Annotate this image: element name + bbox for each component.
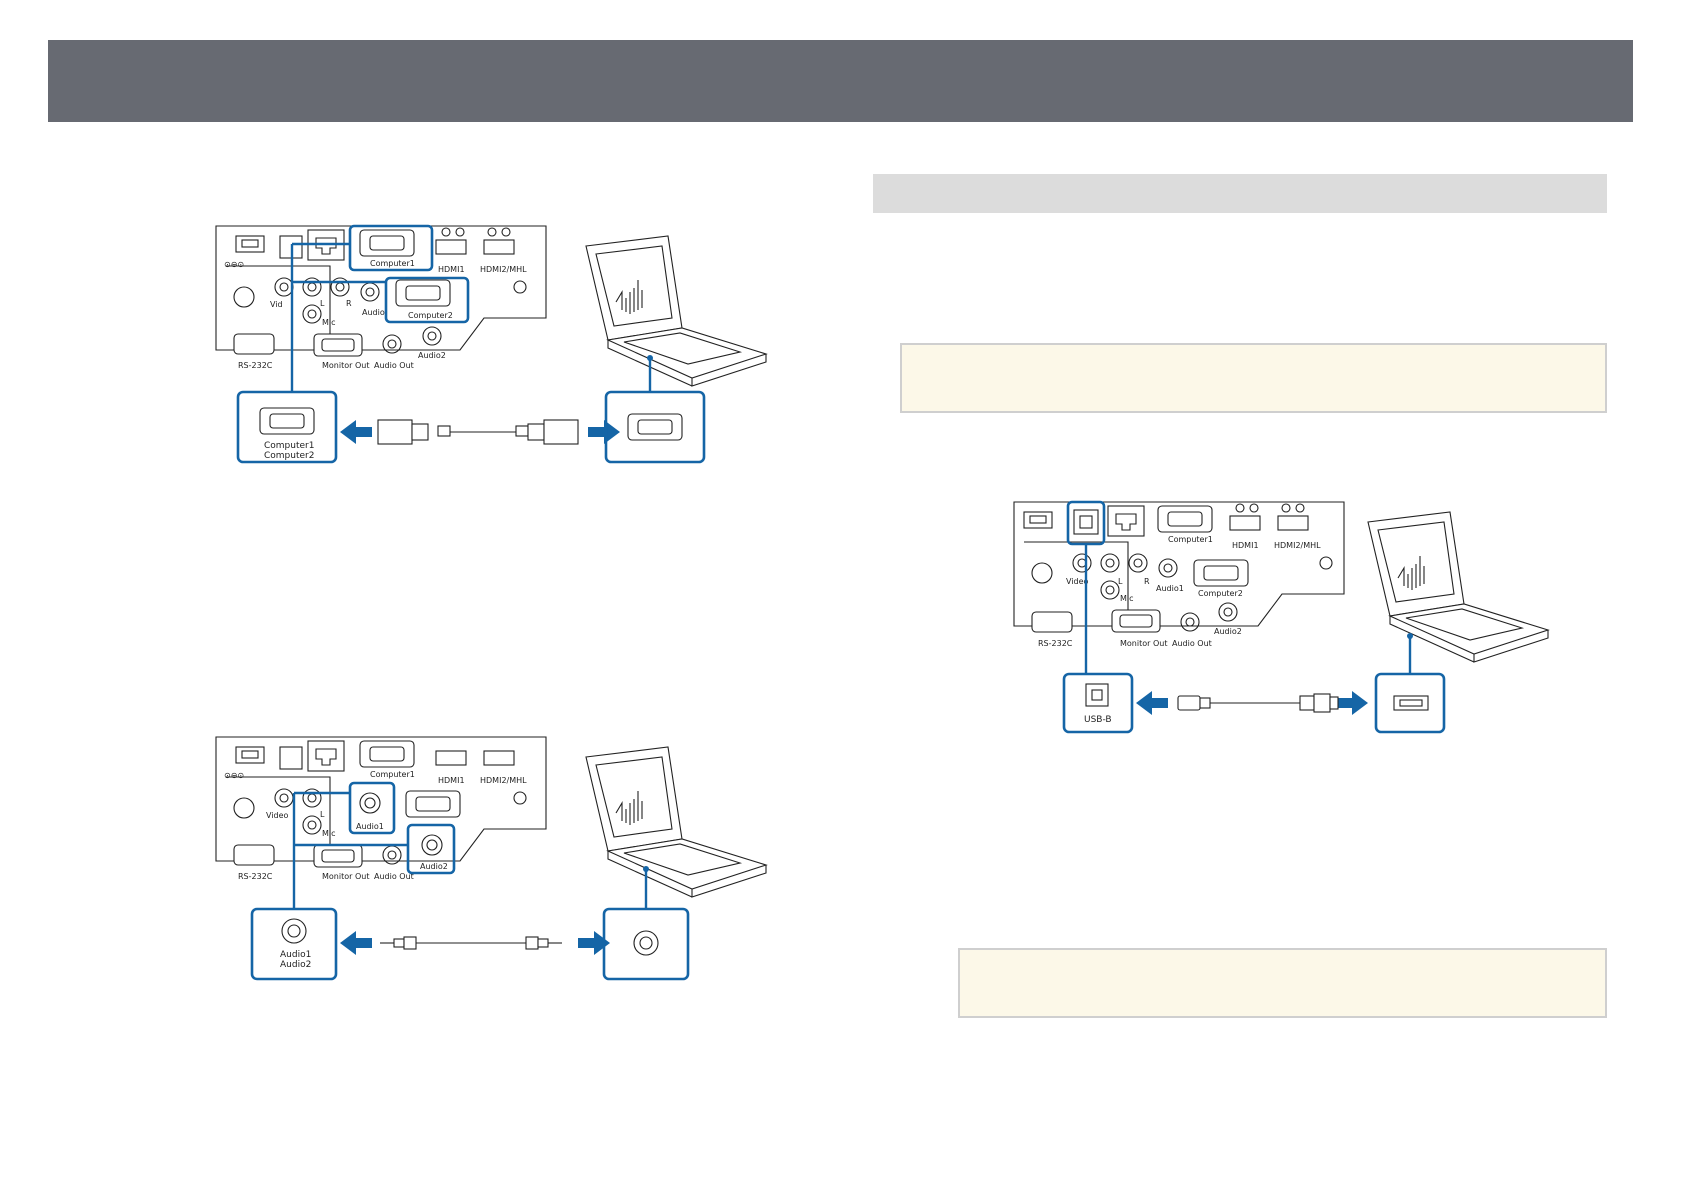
arrow-right [578,931,610,955]
callout-computer-port [236,390,338,464]
highlight-audio1 [348,781,396,835]
usb-connection-figure: Computer1 HDMI1 HDMI2/MHL Video L R Audi… [1008,498,1568,748]
arrow-right [1336,691,1368,715]
port-label-hdmi2: HDMI2/MHL [1274,541,1321,550]
arrow-left [340,420,372,444]
port-label-video: Video [1066,577,1089,586]
arrow-left [1136,691,1168,715]
projector-port-panel: ⊙⊖⊙ Computer1 HDMI1 HDMI2/MHL Vid L R Au… [215,225,547,370]
arrow-left [340,931,372,955]
callout-laptop-vga-port [604,390,706,464]
port-label-audio-out: Audio Out [374,361,414,370]
port-label-computer1: Computer1 [370,770,415,779]
port-label-rs232c: RS-232C [238,872,273,881]
callout-usb-b-port [1062,672,1134,734]
port-label-l: L [1118,577,1123,586]
port-label-computer2: Computer2 [1198,589,1243,598]
port-label-monitor-out: Monitor Out [1120,639,1167,648]
callout-audio-port [250,907,338,981]
callout-laptop-audio-port [602,907,690,981]
port-label-monitor-out: Monitor Out [322,361,369,370]
port-label-audio-out: Audio Out [374,872,414,881]
note-box [958,948,1607,1018]
port-label-hdmi1: HDMI1 [1232,541,1259,550]
port-label-r: R [1144,577,1150,586]
port-label-audio1: Audio1 [356,822,384,831]
audio-connection-figure: ⊙⊖⊙ Computer1 HDMI1 HDMI2/MHL Video L Mi… [210,733,770,983]
usb-cable [1177,693,1339,713]
laptop-icon [585,746,768,898]
port-label-hdmi2: HDMI2/MHL [480,265,527,274]
port-label-video: Video [266,811,289,820]
callout-label-computer2: Computer2 [264,451,314,461]
header-bar [48,40,1633,122]
port-label-audio1: Audio [362,308,385,317]
projector-port-panel: Computer1 HDMI1 HDMI2/MHL Video L R Audi… [1013,501,1345,648]
port-label-hdmi2: HDMI2/MHL [480,776,527,785]
section-bar [873,174,1607,213]
port-label-audio2: Audio2 [1214,627,1242,636]
port-label-rs232c: RS-232C [238,361,273,370]
laptop-icon [1367,511,1550,663]
callout-label-computer1: Computer1 [264,441,314,451]
callout-label-audio1: Audio1 [280,950,311,960]
port-label-audio-out: Audio Out [1172,639,1212,648]
port-label-mic: Mic [1120,594,1134,603]
port-label-hdmi1: HDMI1 [438,265,465,274]
audio-cable [380,936,562,950]
port-label-hdmi1: HDMI1 [438,776,465,785]
port-label-video: Vid [270,300,283,309]
port-label-mic: Mic [322,318,336,327]
projector-port-panel: ⊙⊖⊙ Computer1 HDMI1 HDMI2/MHL Video L Mi… [215,736,547,881]
arrow-right [588,420,620,444]
port-label-r: R [346,299,352,308]
port-label-l: L [320,299,325,308]
vga-cable [377,419,579,445]
callout-label-audio2: Audio2 [280,960,311,970]
port-label-computer1: Computer1 [1168,535,1213,544]
port-label-monitor-out: Monitor Out [322,872,369,881]
port-label-audio1: Audio1 [1156,584,1184,593]
svg-text:⊙⊖⊙: ⊙⊖⊙ [224,771,244,780]
port-label-audio2: Audio2 [420,862,448,871]
port-label-audio2: Audio2 [418,351,446,360]
svg-text:⊙⊖⊙: ⊙⊖⊙ [224,260,244,269]
note-box [900,343,1607,413]
port-label-mic: Mic [322,829,336,838]
port-label-computer2: Computer2 [408,311,453,320]
laptop-icon [585,235,768,387]
port-label-rs232c: RS-232C [1038,639,1073,648]
callout-label-usb-b: USB-B [1084,715,1112,725]
highlight-audio2 [406,823,456,875]
highlight-computer2 [384,276,470,324]
highlight-computer1 [348,224,434,272]
vga-connection-figure: ⊙⊖⊙ Computer1 HDMI1 HDMI2/MHL Vid L R Au… [210,222,770,472]
port-label-l: L [320,810,325,819]
port-label-computer1: Computer1 [370,259,415,268]
